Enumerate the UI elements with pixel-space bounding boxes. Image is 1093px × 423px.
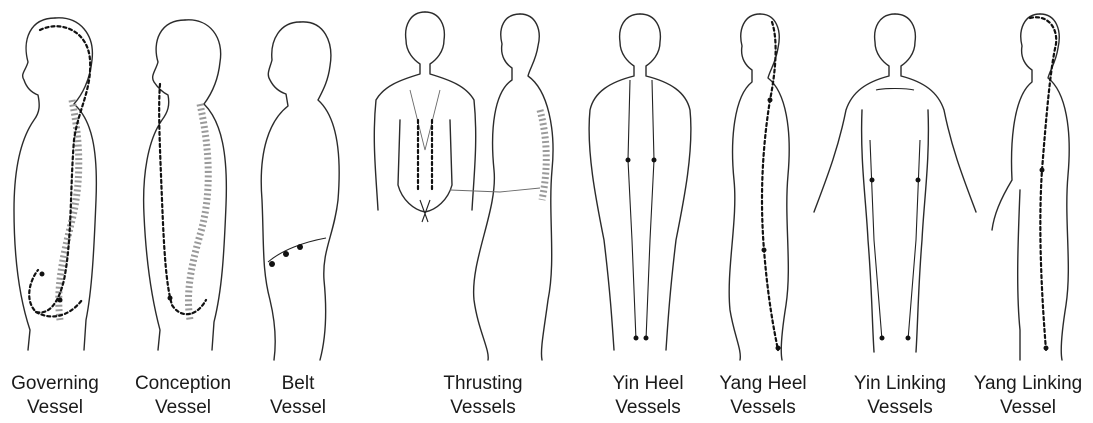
label-yin-heel-line1: Yin Heel	[612, 373, 683, 394]
label-belt-line1: Belt	[282, 373, 315, 394]
label-yin-linking-line2: Vessels	[867, 397, 932, 418]
figure-conception-vessel	[144, 20, 227, 350]
figure-belt-vessel	[261, 22, 339, 360]
label-yang-linking-line1: Yang Linking	[974, 373, 1082, 394]
label-yin-linking-line1: Yin Linking	[854, 373, 946, 394]
label-yin-heel-line2: Vessels	[615, 397, 680, 418]
figure-yang-linking-vessel	[992, 14, 1069, 360]
label-governing-line2: Vessel	[27, 397, 83, 418]
label-conception-line1: Conception	[135, 373, 231, 394]
figure-labels: Governing Vessel Conception Vessel Belt …	[11, 373, 1082, 418]
label-conception-line2: Vessel	[155, 397, 211, 418]
label-yang-heel-line1: Yang Heel	[719, 373, 806, 394]
label-yang-linking-line2: Vessel	[1000, 397, 1056, 418]
label-governing-line1: Governing	[11, 373, 99, 394]
label-yang-heel-line2: Vessels	[730, 397, 795, 418]
label-thrusting-line2: Vessels	[450, 397, 515, 418]
figure-yin-heel-vessels	[589, 14, 691, 350]
figure-yin-linking-vessels	[814, 14, 976, 352]
label-belt-line2: Vessel	[270, 397, 326, 418]
label-thrusting-line1: Thrusting	[443, 373, 522, 394]
figure-thrusting-vessels	[374, 12, 553, 360]
figure-yang-heel-vessels	[729, 14, 789, 360]
figure-governing-vessel	[14, 18, 96, 350]
